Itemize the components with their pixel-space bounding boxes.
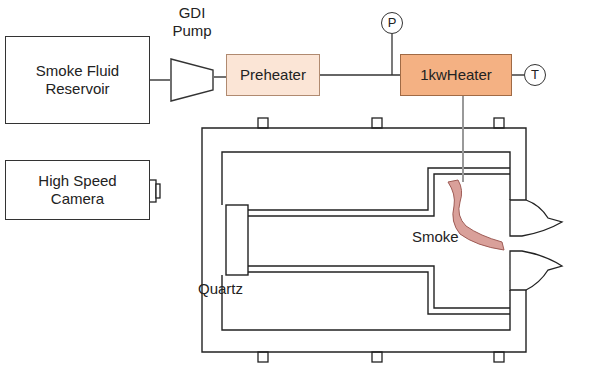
pipe-connector [150, 79, 170, 80]
temperature-sensor: T [524, 64, 546, 86]
quartz-window [226, 205, 248, 275]
heater-box: 1kwHeater [400, 54, 512, 96]
channel-wall [248, 168, 510, 216]
mount-tab [372, 118, 382, 128]
sensor-stem [391, 34, 392, 75]
inner-wall [222, 152, 510, 330]
pump-outline [170, 58, 214, 102]
node-text: Smoke Fluid Reservoir [10, 62, 145, 98]
node-text: P [388, 16, 397, 30]
mount-tab [258, 118, 268, 128]
node-text: Preheater [240, 66, 306, 84]
mount-tab [258, 352, 268, 362]
nozzle [510, 251, 562, 290]
quartz-label: Quartz [198, 280, 243, 298]
mount-tab [494, 118, 504, 128]
pressure-gauge: P [381, 12, 403, 34]
pump-symbol: GDI Pump [170, 58, 214, 102]
pipe-connector [512, 74, 524, 75]
channel-wall [248, 266, 510, 314]
mount-tab [494, 352, 504, 362]
camera-lens [156, 184, 160, 198]
mount-tab [372, 352, 382, 362]
heater-tube [462, 96, 464, 182]
pipe-connector [214, 76, 226, 77]
pump-label: GDI Pump [162, 4, 222, 40]
reservoir-box: Smoke Fluid Reservoir [5, 36, 150, 124]
node-text: 1kwHeater [420, 66, 492, 84]
nozzle [510, 200, 562, 236]
outer-wall [202, 128, 526, 352]
node-text: High Speed Camera [10, 172, 145, 208]
preheater-box: Preheater [226, 54, 320, 96]
camera-box: High Speed Camera [5, 160, 150, 220]
node-text: T [531, 68, 539, 82]
smoke-label: Smoke [412, 228, 459, 246]
pipe-connector [320, 74, 400, 75]
